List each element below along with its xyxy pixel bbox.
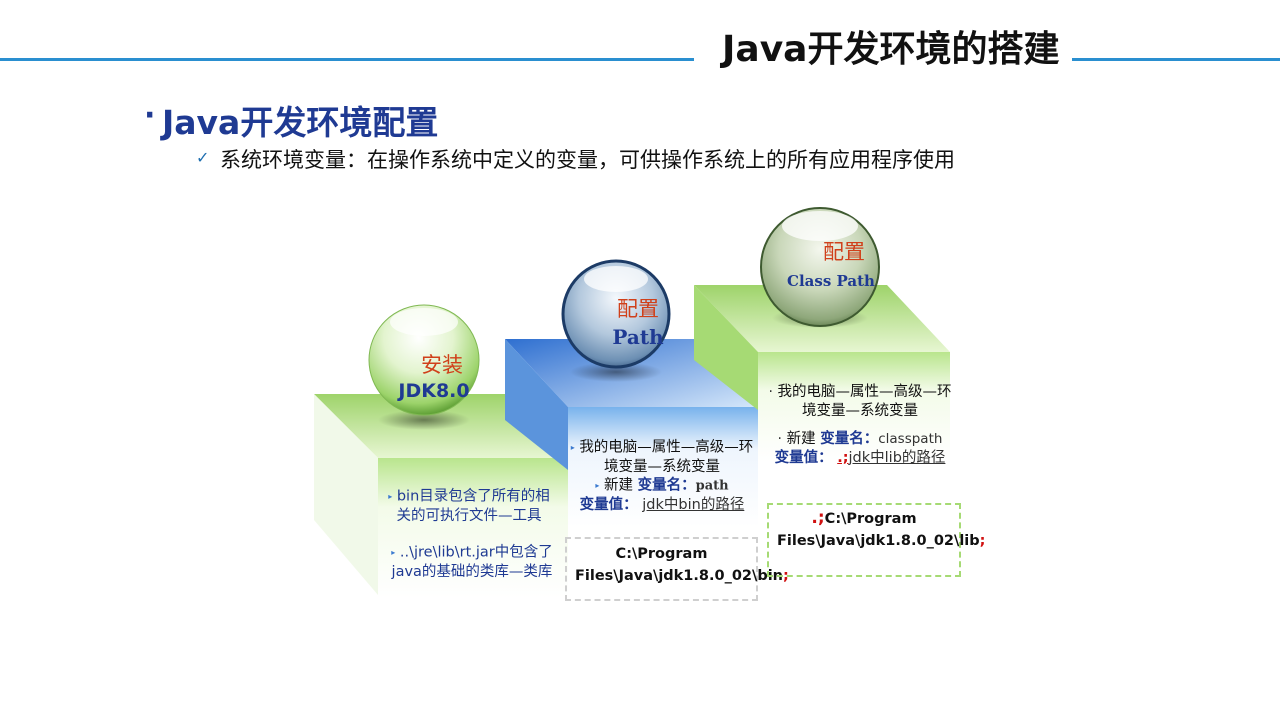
step2-var-name: path [695,478,729,494]
step2-desc: ▸ 我的电脑—属性—高级—环境变量—系统变量 [570,438,754,477]
step1-item-2-text: ..\jre\lib\rt.jar中包含了java的基础的类库—类库 [391,544,553,580]
step3-side-face [694,285,758,410]
step2-var: ▸ 新建 变量名：path 变量值： jdk中bin的路径 [570,476,754,515]
step1-item-1: ▸ bin目录包含了所有的相关的可执行文件—工具 [384,487,554,526]
sphere-path-line2: Path [612,325,664,349]
step3-classpath-value: C:\Program Files\Java\jdk1.8.0_02\lib [777,511,980,549]
sphere-install [368,304,480,416]
step2-var-value-label: 变量值： [579,496,638,513]
step3-var-value-prefix: .; [837,450,849,466]
bullet-icon: · [777,431,782,447]
step3-var-value: jdk中lib的路径 [848,450,946,466]
step1-side-face [314,394,378,595]
heading-bullet: · [144,98,156,133]
bullet-icon: ▸ [391,548,396,557]
sphere2-shadow [570,362,662,382]
step2-front-face [568,407,758,527]
sphere-path-line1: 配置 [617,297,659,321]
step1-item-2: ▸ ..\jre\lib\rt.jar中包含了java的基础的类库—类库 [390,543,554,582]
step3-box-suffix: ; [979,533,986,549]
sphere-classpath-line2: Class Path [787,272,875,290]
step3-classpath-box: .;C:\Program Files\Java\jdk1.8.0_02\lib; [767,503,985,577]
step3-front-face [758,352,950,462]
step1-item-1-text: bin目录包含了所有的相关的可执行文件—工具 [396,488,550,524]
step3-box-prefix: .; [811,508,825,528]
sphere-install-highlight [390,308,458,336]
step3-var-value-label: 变量值： [774,450,833,466]
step2-side-face [505,339,568,470]
sphere-classpath-line1: 配置 [823,240,865,264]
title-rule-right [1072,58,1280,61]
step2-new-label: 新建 [604,477,634,494]
sphere-path-highlight [584,266,648,292]
subpoint-text: 系统环境变量：在操作系统中定义的变量，可供操作系统上的所有应用程序使用 [220,148,955,172]
section-heading: Java开发环境配置 [162,103,439,142]
step3-var-name-label: 变量名： [820,431,879,447]
title-rule-left [0,58,694,61]
sphere-classpath-highlight [782,211,858,241]
check-icon: ✓ [196,148,210,167]
sphere1-shadow [378,410,470,430]
step2-path-box: C:\Program Files\Java\jdk1.8.0_02\bin; [565,537,789,601]
step3-var: · 新建 变量名：classpath 变量值： .;jdk中lib的路径 [760,430,960,468]
sphere-classpath [760,207,880,327]
step2-path-value: C:\Program Files\Java\jdk1.8.0_02\bin [575,546,783,584]
slide-title: Java开发环境的搭建 [722,29,1060,70]
bullet-icon: ▸ [570,443,575,452]
step1-front-face [378,458,568,598]
step3-desc-text: 我的电脑—属性—高级—环境变量—系统变量 [777,384,952,419]
bullet-icon: ▸ [388,492,393,501]
step3-desc: · 我的电脑—属性—高级—环境变量—系统变量 [762,383,958,421]
step3-var-name: classpath [878,431,943,447]
bullet-icon: ▸ [595,481,600,490]
sphere-install-line1: 安装 [421,353,463,377]
sphere-path [561,259,671,369]
step2-var-name-label: 变量名： [637,477,696,494]
bullet-icon: · [768,384,773,400]
sphere-install-line2: JDK8.0 [396,380,469,402]
step2-var-value: jdk中bin的路径 [642,496,745,513]
step3-new-label: 新建 [786,431,816,447]
step2-desc-text: 我的电脑—属性—高级—环境变量—系统变量 [579,439,754,475]
